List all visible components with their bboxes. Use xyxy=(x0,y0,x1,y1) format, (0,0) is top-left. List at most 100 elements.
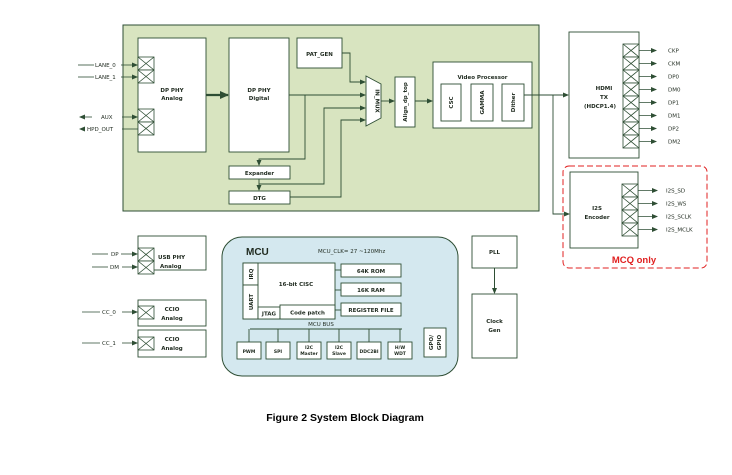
register-file-label: REGISTER FILE xyxy=(348,308,393,314)
expander-block: Expander xyxy=(228,165,291,180)
gamma-block xyxy=(470,83,494,122)
pin-cc0 xyxy=(137,305,155,320)
mcu-peripheral-block xyxy=(326,341,352,360)
mcu-peripheral-label: DDC2BI xyxy=(359,349,378,355)
mux-input-wires xyxy=(256,52,366,198)
clock-gen-label-2: Gen xyxy=(488,328,500,334)
i2s-output-label: I2S_SD xyxy=(666,189,685,195)
mcq-only-label: MCQ only xyxy=(612,255,657,266)
mcu-peripheral-label: WDT xyxy=(394,351,407,357)
mcu-peripheral-label: Master xyxy=(300,351,318,357)
pin-hpd xyxy=(137,121,155,136)
align-dp-top-label: Align_dp_top xyxy=(403,82,409,122)
pin-lane0 xyxy=(137,56,155,71)
mcu-peripheral-label: PWM xyxy=(243,349,256,355)
cpu-label: 16-bit CISC xyxy=(279,282,313,288)
mcq-only-region xyxy=(562,165,708,269)
register-file-block xyxy=(340,302,402,317)
code-patch-block xyxy=(279,304,336,320)
gamma-label: GAMMA xyxy=(480,90,486,115)
vp-output-wires xyxy=(524,92,570,217)
ccio-1-block: CCIO Analog CC_1 xyxy=(82,329,207,358)
i2s-output-label: I2S_MCLK xyxy=(666,228,693,234)
hpd-out-label: HPD_OUT xyxy=(87,127,114,133)
ccio-0-label-2: Analog xyxy=(161,316,183,322)
hdmi-tx-label-2: TX xyxy=(600,95,609,101)
aux-label: AUX xyxy=(101,115,113,121)
clock-gen-block: Clock Gen xyxy=(471,293,518,359)
lane0-label: LANE_0 xyxy=(95,63,116,69)
uart-label: UART xyxy=(249,294,255,311)
dtg-block: DTG xyxy=(228,190,291,205)
cc0-label: CC_0 xyxy=(102,310,116,316)
usb-dm-label: DM xyxy=(110,265,119,271)
dp-input-signals: LANE_0 LANE_1 AUX HPD_OUT xyxy=(78,62,138,133)
irq-label: IRQ xyxy=(249,268,255,279)
mcu-clock-label: MCU_CLK= 27 ~120Mhz xyxy=(318,249,385,255)
i2s-pin xyxy=(621,209,639,224)
hdmi-output-label: DM2 xyxy=(668,140,680,146)
i2s-encoder-label-1: I2S xyxy=(592,206,602,212)
hdmi-output-label: DM0 xyxy=(668,88,681,94)
dp-phy-digital-label-1: DP PHY xyxy=(247,88,271,94)
hdmi-tx-label-3: (HDCP1.4) xyxy=(584,104,616,110)
usb-phy-label-1: USB PHY xyxy=(158,255,186,261)
dp-phy-digital-label-2: Digital xyxy=(249,96,270,102)
rom-block xyxy=(340,263,402,278)
pin-cc1 xyxy=(137,336,155,351)
hdmi-pin xyxy=(622,134,640,149)
gpio-label-2: GPIO xyxy=(437,335,443,351)
mcu-peripheral-block xyxy=(356,341,382,360)
hdmi-pin xyxy=(622,69,640,84)
mcu-peripheral-block xyxy=(236,341,262,360)
gpio-label-1: GPO/ xyxy=(429,334,435,350)
dp-phy-digital-block: DP PHY Digital xyxy=(228,37,290,153)
i2s-pin xyxy=(621,222,639,237)
mcu-peripheral-block xyxy=(296,341,322,360)
hdmi-output-label: DP2 xyxy=(668,127,679,133)
ccio-1-label-1: CCIO xyxy=(165,337,180,343)
mcu-block: MCU MCU_CLK= 27 ~120Mhz IRQ UART 16-bit … xyxy=(221,236,459,377)
i2s-pin xyxy=(621,196,639,211)
align-dp-top-block: Align_dp_top xyxy=(394,76,416,128)
mcu-peripheral-label: I2C xyxy=(335,345,344,351)
pat-gen-label: PAT_GEN xyxy=(306,52,333,58)
in-mux-block: IN_MUX xyxy=(365,75,382,127)
hdmi-output-label: DP0 xyxy=(668,75,680,81)
usb-dp-label: DP xyxy=(111,252,119,258)
dp-phy-analog-label-2: Analog xyxy=(161,96,183,102)
jtag-label: JTAG xyxy=(261,312,277,318)
pll-block: PLL xyxy=(471,235,518,269)
mcu-peripheral-label: Slave xyxy=(332,351,346,357)
dither-label: Dither xyxy=(511,93,517,113)
usb-phy-block: USB PHY Analog DP DM xyxy=(92,235,207,275)
hdmi-pin xyxy=(622,82,640,97)
dp-phy-analog-label-1: DP PHY xyxy=(160,88,184,94)
in-mux-label: IN_MUX xyxy=(374,89,380,113)
hdmi-output-label: DP1 xyxy=(668,101,679,107)
expander-label: Expander xyxy=(245,171,275,177)
usb-phy-label-2: Analog xyxy=(160,264,182,270)
mcu-title: MCU xyxy=(246,247,269,258)
code-patch-label: Code patch xyxy=(290,311,325,317)
mcu-bus-label: MCU BUS xyxy=(308,322,334,328)
i2s-encoder-label-2: Encoder xyxy=(584,215,609,221)
dtg-label: DTG xyxy=(253,196,266,202)
mcu-peripheral-label: I2C xyxy=(305,345,314,351)
gpio-block xyxy=(423,327,447,358)
ccio-1-label-2: Analog xyxy=(161,346,183,352)
clock-gen-label-1: Clock xyxy=(486,319,503,325)
i2s-output-label: I2S_SCLK xyxy=(666,215,692,221)
hdmi-pin xyxy=(622,43,640,58)
ccio-0-label-1: CCIO xyxy=(165,307,180,313)
pin-usb-dp xyxy=(137,247,155,262)
ccio-0-block: CCIO Analog CC_0 xyxy=(82,299,207,327)
hdmi-output-label: DM1 xyxy=(668,114,680,120)
hdmi-output-label: CKP xyxy=(668,49,679,55)
pin-aux xyxy=(137,108,155,123)
hdmi-pin xyxy=(622,108,640,123)
lane1-label: LANE_1 xyxy=(95,75,116,81)
dither-block xyxy=(501,83,525,122)
video-processor-block: Video Processor CSC GAMMA Dither xyxy=(432,61,533,129)
